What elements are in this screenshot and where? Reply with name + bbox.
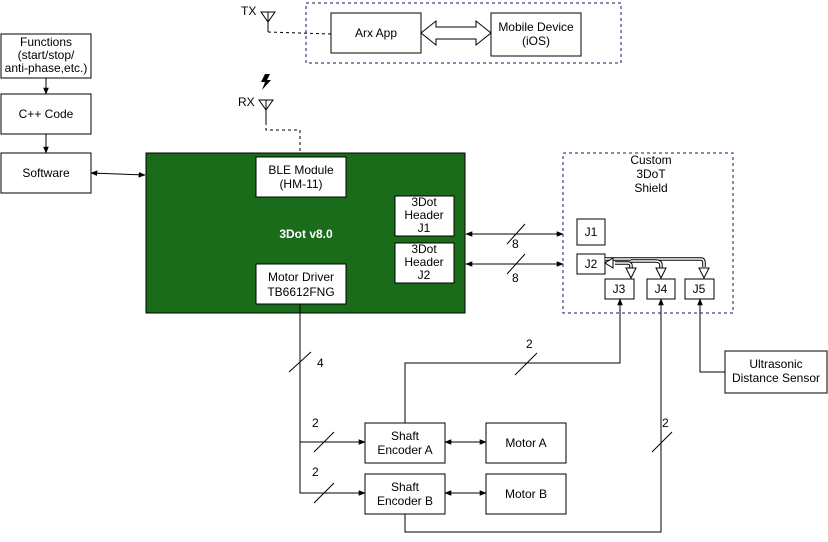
mobile-device-line-1: Mobile Device xyxy=(498,20,574,34)
functions-box xyxy=(0,33,92,79)
j2-fanout-routing xyxy=(604,257,710,280)
motor-a-box xyxy=(485,422,567,464)
connector-j3-label: J3 xyxy=(613,282,626,296)
functions-line-2: (start/stop/ xyxy=(18,48,75,62)
arx-app-box xyxy=(330,12,422,54)
cpp-code-label: C++ Code xyxy=(19,107,74,121)
header-j2-line-3: J2 xyxy=(418,268,431,282)
arx-app-label: Arx App xyxy=(355,26,397,40)
header-j2-line-1: 3Dot xyxy=(411,242,437,256)
ultrasonic-to-j5-arrow xyxy=(697,298,725,373)
connector-j2-label: J2 xyxy=(585,257,598,271)
j4-bus-slash xyxy=(651,431,673,453)
encoder-a-to-j3-line xyxy=(404,298,623,423)
header-j2-box xyxy=(394,242,455,284)
enc-a-bus-width: 2 xyxy=(312,416,319,430)
header-j1-line-3: J1 xyxy=(418,221,431,235)
shield-line-3: Shield xyxy=(634,181,667,195)
mobile-device-box xyxy=(490,12,582,57)
cpp-code-box xyxy=(0,93,92,135)
motor-b-box xyxy=(485,473,567,515)
encoder-a-line-1: Shaft xyxy=(391,429,420,443)
motor-b-label: Motor B xyxy=(505,487,547,501)
tx-to-app-dashed-link xyxy=(267,31,332,35)
ble-module-line-2: (HM-11) xyxy=(279,177,322,191)
rx-label: RX xyxy=(238,95,255,109)
header-j1-line-1: 3Dot xyxy=(411,195,437,209)
motor-driver-line-1: Motor Driver xyxy=(268,270,334,284)
lightning-icon xyxy=(261,74,271,90)
enc-a-bus-slash xyxy=(313,431,335,453)
ble-module-line-1: BLE Module xyxy=(268,163,334,177)
j4-bus-width: 2 xyxy=(662,416,669,430)
motor-driver-box xyxy=(255,263,347,305)
software-board-link xyxy=(90,170,146,178)
connector-j1-label: J1 xyxy=(585,225,598,239)
rx-antenna-icon xyxy=(258,99,274,122)
encoder-a-box xyxy=(364,422,446,464)
custom-shield-frame xyxy=(562,152,734,314)
driver-to-encoder-a-line xyxy=(299,304,366,445)
header-j1-line-2: Header xyxy=(404,208,443,222)
rx-to-board-dashed-link xyxy=(265,122,301,153)
driver-bus-width: 4 xyxy=(317,356,324,370)
software-box xyxy=(0,152,92,194)
tx-antenna-icon xyxy=(260,11,276,32)
j1-bus-slash xyxy=(506,223,526,245)
encoder-b-line-2: Encoder B xyxy=(377,494,433,508)
j3-bus-slash xyxy=(514,352,538,376)
encoder-b-line-1: Shaft xyxy=(391,480,420,494)
shield-line-1: Custom xyxy=(630,153,671,167)
connector-j2 xyxy=(576,253,606,275)
app-device-double-arrow xyxy=(420,19,492,47)
header-j2-line-2: Header xyxy=(404,255,443,269)
ultrasonic-line-2: Distance Sensor xyxy=(732,371,820,385)
motor-driver-line-2: TB6612FNG xyxy=(267,285,334,299)
enc-b-bus-slash xyxy=(313,482,335,504)
connector-j4-label: J4 xyxy=(655,282,668,296)
enc-b-bus-width: 2 xyxy=(312,465,319,479)
encoder-b-box xyxy=(364,473,446,515)
driver-to-encoder-b-line xyxy=(299,442,366,496)
j2-bus-width: 8 xyxy=(512,271,519,285)
motor-a-label: Motor A xyxy=(505,436,546,450)
mobile-device-line-2: (iOS) xyxy=(522,34,550,48)
j1-bus-width: 8 xyxy=(512,237,519,251)
ble-module-box xyxy=(255,156,347,198)
encoder-a-line-2: Encoder A xyxy=(377,443,432,457)
software-label: Software xyxy=(22,166,70,180)
board-label: 3Dot v8.0 xyxy=(279,227,333,241)
connector-j1 xyxy=(576,218,606,246)
j2-bus-slash xyxy=(506,253,526,275)
shield-line-2: 3DoT xyxy=(636,167,666,181)
tx-label: TX xyxy=(241,4,256,18)
functions-line-3: anti-phase,etc.) xyxy=(5,61,88,75)
mobile-group-frame xyxy=(305,2,622,64)
ultrasonic-line-1: Ultrasonic xyxy=(749,357,802,371)
j3-bus-width: 2 xyxy=(526,337,533,351)
driver-bus-slash xyxy=(288,351,312,373)
connector-j5-label: J5 xyxy=(693,282,706,296)
header-j1-box xyxy=(394,195,455,237)
functions-line-1: Functions xyxy=(20,35,72,49)
encoder-b-to-j4-line xyxy=(404,298,664,533)
